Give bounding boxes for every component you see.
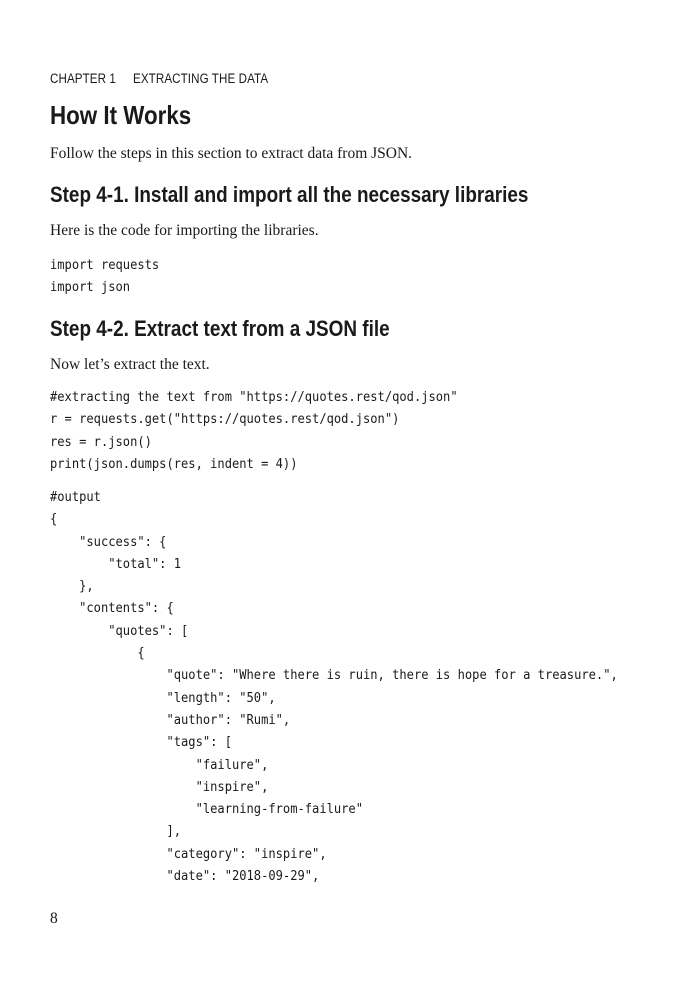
step-1-text: Here is the code for importing the libra… [50,222,319,239]
step-1-heading: Step 4-1. Install and import all the nec… [50,182,529,207]
step-2-code-block: #extracting the text from "https://quote… [50,390,458,472]
chapter-title: EXTRACTING THE DATA [133,71,269,86]
chapter-label: CHAPTER 1 [50,71,116,86]
step-2-heading: Step 4-2. Extract text from a JSON file [50,316,390,341]
book-page: CHAPTER 1 EXTRACTING THE DATA How It Wor… [50,0,660,1000]
page-number: 8 [50,910,58,927]
section-intro: Follow the steps in this section to extr… [50,145,413,162]
step-1-code-block: import requests import json [50,258,160,296]
step-2-output-block: #output { "success": { "total": 1 }, "co… [50,490,618,885]
step-2-text: Now let’s extract the text. [50,356,210,373]
section-title: How It Works [50,100,192,130]
running-header: CHAPTER 1 EXTRACTING THE DATA [50,71,268,86]
